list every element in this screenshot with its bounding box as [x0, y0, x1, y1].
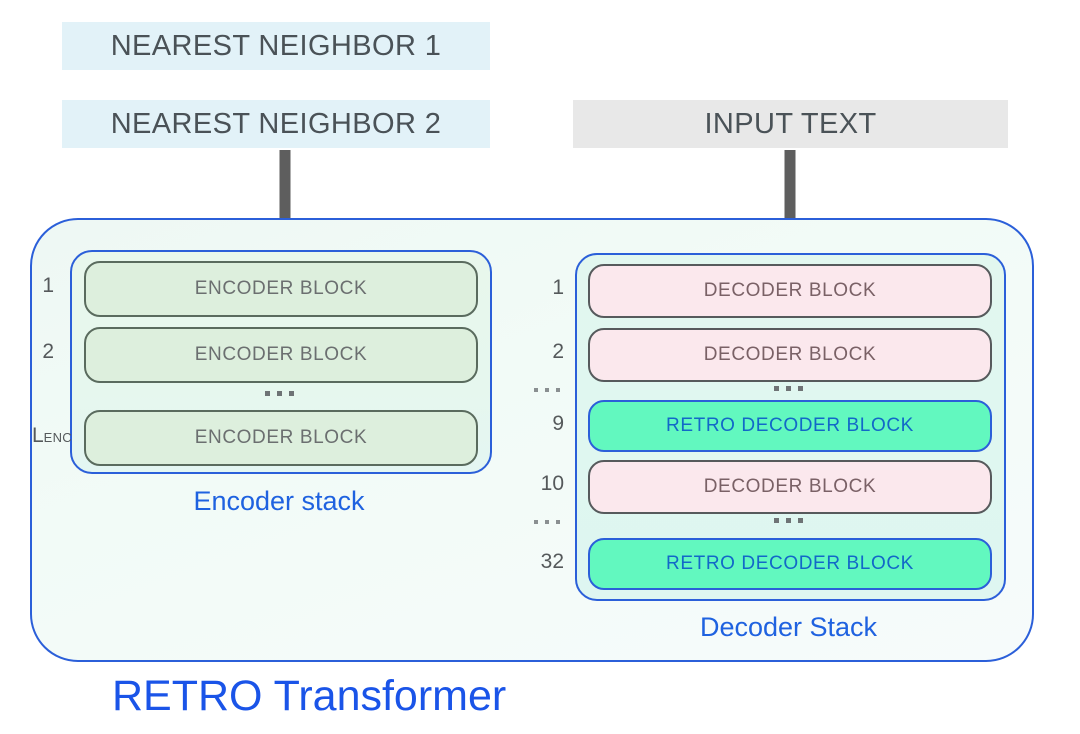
- retro-decoder-block-32[interactable]: RETRO DECODER BLOCK: [588, 538, 992, 590]
- nearest-neighbor-2-chip: NEAREST NEIGHBOR 2: [62, 100, 490, 148]
- row-index-value: L: [31, 424, 44, 447]
- encoder-stack-caption: Encoder stack: [70, 486, 488, 517]
- encoder-block-2[interactable]: ENCODER BLOCK: [84, 327, 478, 383]
- diagram-title: RETRO Transformer: [112, 672, 506, 721]
- nearest-neighbor-1-label: NEAREST NEIGHBOR 1: [110, 29, 442, 62]
- row-index-value: 10: [540, 472, 564, 495]
- retro-decoder-block-label: RETRO DECODER BLOCK: [666, 553, 914, 574]
- decoder-row-index-10: 10: [524, 473, 564, 494]
- encoder-block-last[interactable]: ENCODER BLOCK: [84, 410, 478, 466]
- input-text-chip: INPUT TEXT: [573, 100, 1008, 148]
- decoder-row-index-32: 32: [524, 551, 564, 572]
- decoder-block-10[interactable]: DECODER BLOCK: [588, 460, 992, 514]
- row-index-value: 1: [42, 274, 54, 297]
- diagram-title-text: RETRO Transformer: [112, 672, 507, 720]
- retro-decoder-block-label: RETRO DECODER BLOCK: [666, 415, 914, 436]
- decoder-stack-ellipsis-1: [588, 381, 988, 395]
- row-index-value: 1: [552, 276, 564, 299]
- decoder-row-index-ellipsis-2: [530, 516, 564, 528]
- decoder-block-label: DECODER BLOCK: [703, 476, 877, 497]
- decoder-row-index-1: 1: [530, 277, 564, 298]
- decoder-block-1[interactable]: DECODER BLOCK: [588, 264, 992, 318]
- encoder-row-index-2: 2: [20, 341, 54, 362]
- arrow-shaft: [279, 150, 291, 234]
- decoder-row-index-ellipsis-1: [530, 384, 564, 396]
- encoder-row-index-last: LENC: [14, 425, 72, 446]
- row-index-value: 2: [42, 340, 54, 363]
- nearest-neighbor-1-chip: NEAREST NEIGHBOR 1: [62, 22, 490, 70]
- row-index-value: 9: [552, 412, 564, 435]
- encoder-block-label: ENCODER BLOCK: [194, 344, 368, 365]
- encoder-block-label: ENCODER BLOCK: [194, 427, 368, 448]
- encoder-stack-ellipsis: [84, 386, 474, 400]
- decoder-block-label: DECODER BLOCK: [703, 280, 877, 301]
- nearest-neighbor-2-label: NEAREST NEIGHBOR 2: [110, 107, 442, 140]
- decoder-stack-ellipsis-2: [588, 513, 988, 527]
- decoder-block-label: DECODER BLOCK: [703, 344, 877, 365]
- encoder-stack-caption-text: Encoder stack: [193, 486, 365, 516]
- input-text-label: INPUT TEXT: [704, 107, 877, 140]
- row-index-value: 2: [552, 340, 564, 363]
- decoder-row-index-2: 2: [530, 341, 564, 362]
- encoder-block-1[interactable]: ENCODER BLOCK: [84, 261, 478, 317]
- row-index-value: 32: [540, 550, 564, 573]
- arrow-shaft: [784, 150, 796, 234]
- decoder-stack-caption-text: Decoder Stack: [699, 612, 878, 642]
- decoder-row-index-9: 9: [530, 413, 564, 434]
- row-index-subscript: ENC: [43, 430, 72, 445]
- encoder-row-index-1: 1: [20, 275, 54, 296]
- encoder-block-label: ENCODER BLOCK: [194, 278, 368, 299]
- decoder-stack-caption: Decoder Stack: [575, 612, 1002, 643]
- retro-decoder-block-9[interactable]: RETRO DECODER BLOCK: [588, 400, 992, 452]
- decoder-block-2[interactable]: DECODER BLOCK: [588, 328, 992, 382]
